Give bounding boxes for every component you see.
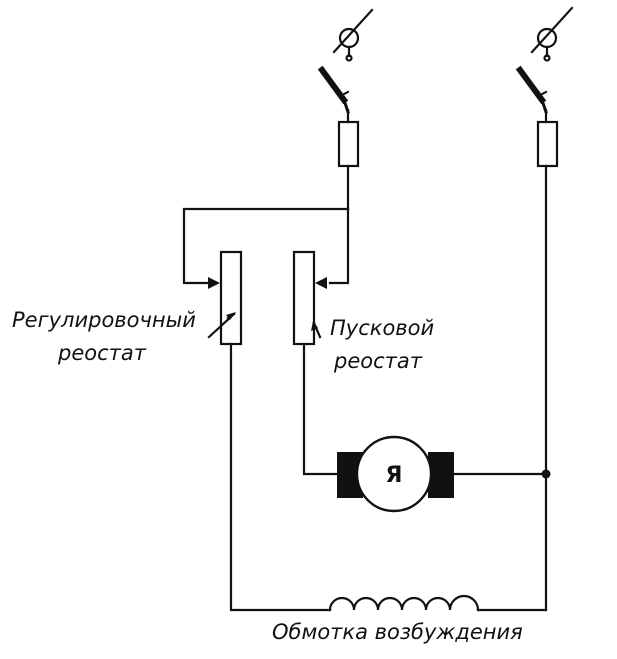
right-fuse-icon [536,120,559,168]
regulating-rheostat-arrow-icon [208,277,220,289]
regulating-rheostat-feed-wire [182,207,350,285]
starting-rheostat-arrow-icon [315,277,327,289]
starting-slider-arrowhead-icon [311,321,318,331]
regulating-rheostat-label-line1: Регулировочный [12,308,196,332]
starting-rheostat-feed-wire [328,207,350,285]
junction-dot [541,469,551,479]
armature-left-wire [302,342,342,476]
field-winding-label: Обмотка возбуждения [272,620,523,644]
field-winding-coil-icon [328,594,480,612]
regulating-rheostat-label-line2: реостат [57,341,147,365]
regulating-slider-arrowhead-icon [226,312,236,320]
starting-rheostat-label-line1: Пусковой [330,316,434,340]
left-knife-switch-icon [317,65,350,124]
right-terminal-lamp-icon [530,6,574,62]
motor-armature-icon: Я [337,435,454,513]
left-fuse-icon [337,120,360,168]
left-terminal-lamp-icon [332,8,374,62]
armature-letter: Я [386,463,403,488]
starting-rheostat-label-line2: реостат [333,349,423,373]
field-circuit-left-wire [229,342,332,612]
regulating-rheostat-icon [207,250,243,346]
starting-rheostat-icon [292,250,322,346]
right-knife-switch-icon [515,65,548,124]
